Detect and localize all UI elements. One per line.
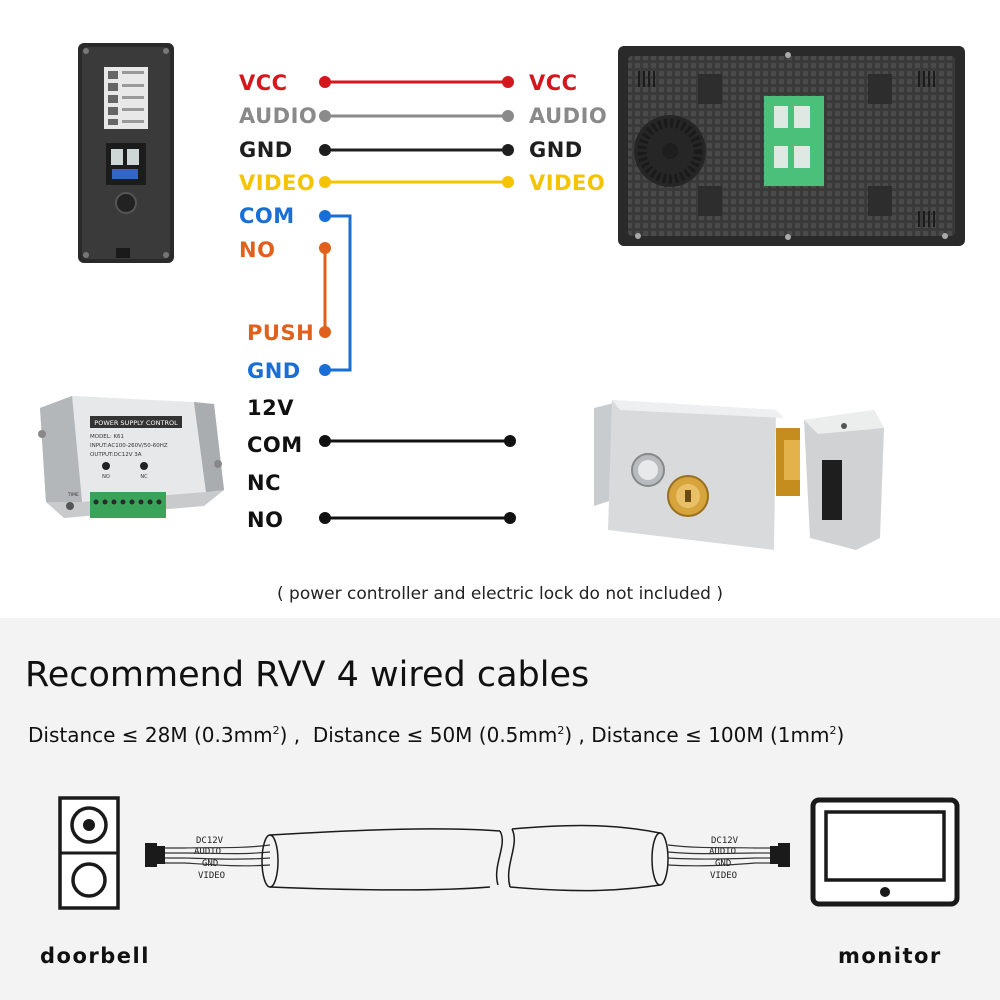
- right-connector: [755, 843, 790, 867]
- controller-label-nc: NC: [247, 471, 281, 495]
- doorbell-icon: [58, 796, 120, 910]
- controller-model: MODEL: K61: [90, 434, 124, 440]
- controller-input: INPUT:AC100-260V/50-60HZ: [90, 443, 168, 449]
- power-controller-image: POWER SUPPLY CONTROL MODEL: K61 INPUT:AC…: [24, 394, 232, 536]
- wire-push-dot: [319, 326, 331, 338]
- outdoor-label-vcc: VCC: [239, 71, 288, 95]
- controller-output: OUTPUT:DC12V 3A: [90, 452, 142, 458]
- cable-distance-specs: Distance ≤ 28M (0.3mm2) , Distance ≤ 50M…: [28, 716, 844, 750]
- left-wire-video: VIDEO: [198, 871, 225, 881]
- spec-3-end: ): [836, 723, 845, 747]
- lock-wire-com-end-dot: [504, 435, 516, 447]
- controller-label-push: PUSH: [247, 321, 315, 345]
- spec-2-end: ) ,: [564, 723, 585, 747]
- wire-gnd-dot: [319, 364, 331, 376]
- wiring-diagram: [319, 76, 516, 524]
- outdoor-unit-image: [78, 43, 174, 263]
- cable-sheath: [261, 824, 669, 892]
- right-wire-gnd: GND: [715, 859, 731, 869]
- monitor-back-image: [618, 46, 965, 246]
- outdoor-label-video: VIDEO: [239, 171, 316, 195]
- left-wire-dc12v: DC12V: [196, 836, 224, 846]
- controller-label-12v: 12V: [247, 396, 294, 420]
- controller-led1: NO: [102, 474, 110, 480]
- wire-vcc-start-dot: [319, 76, 331, 88]
- wire-no-dot: [319, 242, 331, 254]
- wire-video-start-dot: [319, 176, 331, 188]
- lock-wire-no-end-dot: [504, 512, 516, 524]
- controller-label-no: NO: [247, 508, 284, 532]
- electric-lock-image: [588, 388, 890, 564]
- monitor-label-vcc: VCC: [529, 71, 578, 95]
- outdoor-label-no: NO: [239, 238, 276, 262]
- wire-video-end-dot: [502, 176, 514, 188]
- outdoor-label-com: COM: [239, 204, 295, 228]
- right-wire-audio: AUDIO: [709, 847, 736, 857]
- controller-title: POWER SUPPLY CONTROL: [94, 419, 178, 427]
- spec-2-text: Distance ≤ 50M (0.5mm: [312, 723, 558, 747]
- outdoor-label-gnd: GND: [239, 138, 293, 162]
- controller-label-gnd: GND: [247, 359, 301, 383]
- controller-knob-label: TIME: [67, 492, 79, 498]
- not-included-note: ( power controller and electric lock do …: [277, 584, 723, 604]
- right-wire-dc12v: DC12V: [711, 836, 739, 846]
- left-connector: [145, 843, 185, 867]
- monitor-label-gnd: GND: [529, 138, 583, 162]
- monitor-label: monitor: [838, 944, 942, 968]
- spec-1-end: ) ,: [279, 723, 301, 747]
- controller-led2: NC: [140, 474, 148, 480]
- spec-3-sup: 2: [829, 724, 837, 737]
- wire-com-dot: [319, 210, 331, 222]
- outdoor-label-audio: AUDIO: [239, 104, 318, 128]
- cable-diagram: DC12V AUDIO GND VIDEO DC12V AUDIO GND VI…: [145, 824, 790, 892]
- lock-wire-com-start-dot: [319, 435, 331, 447]
- wire-com-to-gnd: [325, 214, 352, 372]
- wire-audio-end-dot: [502, 110, 514, 122]
- wire-audio-start-dot: [319, 110, 331, 122]
- monitor-icon: [810, 797, 960, 907]
- lock-wire-no-start-dot: [319, 512, 331, 524]
- right-wire-video: VIDEO: [710, 871, 737, 881]
- wire-gnd-start-dot: [319, 144, 331, 156]
- controller-label-com: COM: [247, 433, 303, 457]
- wire-gnd-end-dot: [502, 144, 514, 156]
- cable-heading: Recommend RVV 4 wired cables: [25, 655, 590, 695]
- monitor-label-video: VIDEO: [529, 171, 606, 195]
- right-wire-labels: DC12V AUDIO GND VIDEO: [709, 836, 739, 881]
- doorbell-label: doorbell: [40, 944, 150, 968]
- left-wire-audio: AUDIO: [194, 847, 221, 857]
- wire-vcc-end-dot: [502, 76, 514, 88]
- spec-1-text: Distance ≤ 28M (0.3mm: [28, 723, 273, 747]
- monitor-label-audio: AUDIO: [529, 104, 608, 128]
- spec-3-text: Distance ≤ 100M (1mm: [591, 723, 830, 747]
- spec-2-sup: 2: [557, 724, 565, 737]
- spec-1-sup: 2: [272, 724, 280, 737]
